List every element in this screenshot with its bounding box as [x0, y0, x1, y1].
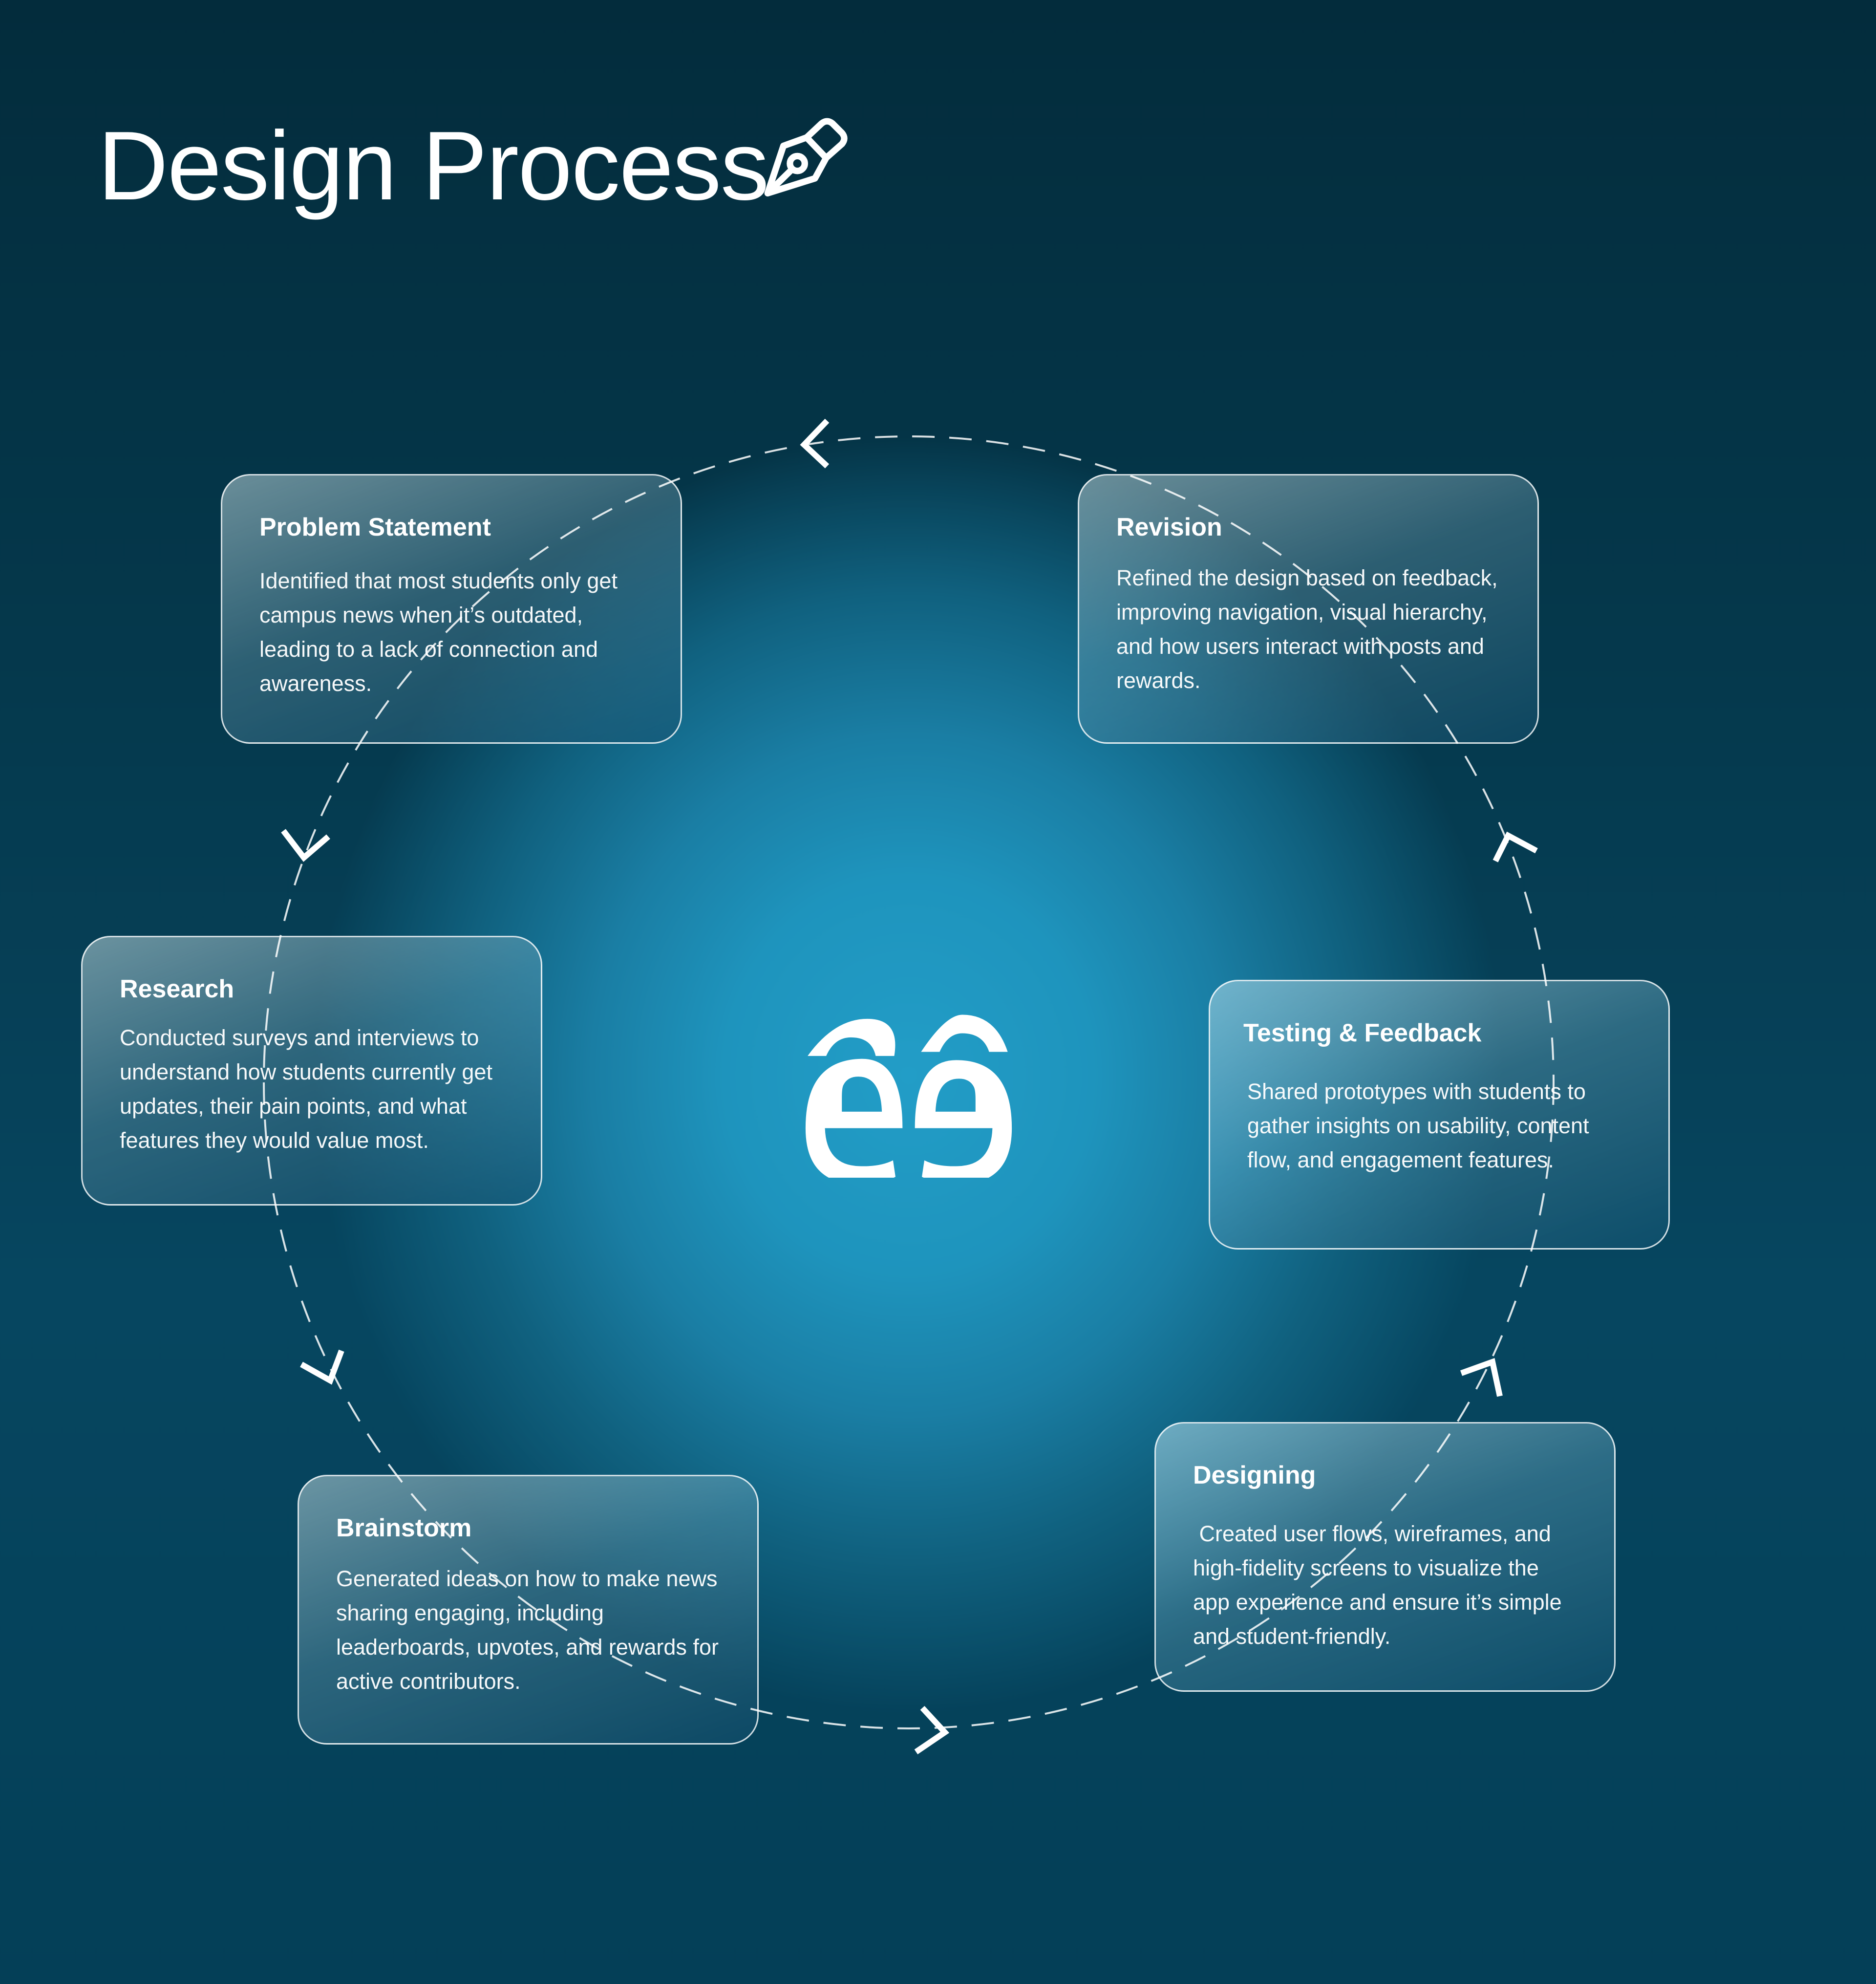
step-card-brainstorm: Brainstorm Generated ideas on how to mak… — [298, 1475, 759, 1745]
step-description: Conducted surveys and interviews to unde… — [120, 1025, 492, 1153]
step-description: Created user flows, wireframes, and high… — [1193, 1521, 1568, 1649]
step-description: Generated ideas on how to make news shar… — [336, 1566, 719, 1694]
step-title: Brainstorm — [336, 1514, 472, 1542]
step-card-designing: Designing Created user flows, wireframes… — [1154, 1422, 1616, 1692]
page-title: Design Process — [98, 111, 769, 220]
pen-nib-icon — [764, 118, 848, 197]
step-title: Revision — [1116, 513, 1222, 541]
step-card-revision: Revision Refined the design based on fee… — [1078, 474, 1539, 744]
step-card-testing-feedback: Testing & Feedback Shared prototypes wit… — [1209, 980, 1670, 1250]
step-title: Research — [120, 975, 234, 1003]
step-description: Shared prototypes with students to gathe… — [1247, 1079, 1589, 1173]
ee-logo-icon — [805, 1014, 1012, 1178]
step-title: Testing & Feedback — [1243, 1019, 1482, 1047]
step-description: Identified that most students only get c… — [259, 568, 618, 696]
step-card-problem-statement: Problem Statement Identified that most s… — [221, 474, 682, 744]
step-description: Refined the design based on feedback, im… — [1116, 565, 1498, 693]
step-card-research: Research Conducted surveys and interview… — [81, 936, 542, 1206]
step-title: Problem Statement — [259, 513, 491, 541]
step-title: Designing — [1193, 1461, 1316, 1489]
